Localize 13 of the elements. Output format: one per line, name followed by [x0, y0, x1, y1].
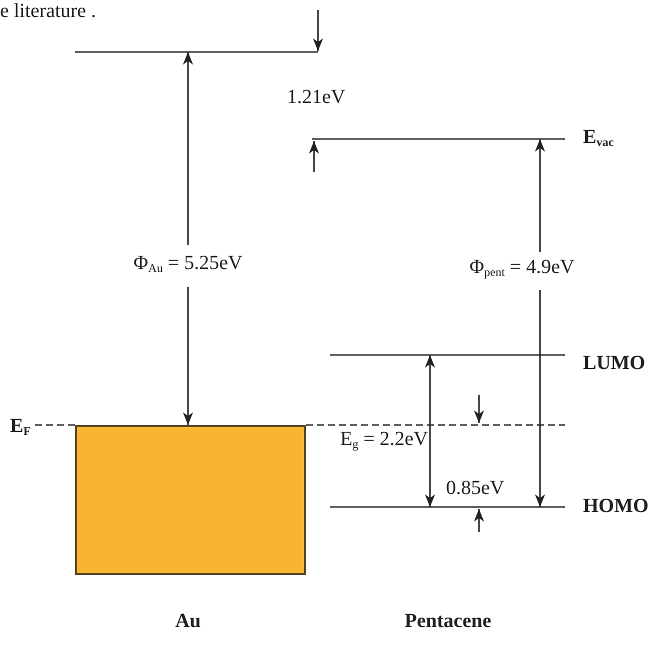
- material-label: Pentacene: [404, 610, 492, 633]
- text-fragment: e literature .: [0, 0, 96, 23]
- level-label: E$_{F}$: [10, 415, 31, 439]
- work-function-label: Φ$_{Au}$ = 5.25eV: [134, 252, 242, 276]
- band-gap-label: E$_{g}$ = 2.2eV: [340, 428, 428, 452]
- level-label: LUMO: [583, 352, 646, 375]
- level-label: E$_{vac}$: [583, 126, 614, 150]
- material-label: Au: [175, 610, 201, 633]
- energy-value: 1.21eV: [287, 86, 346, 109]
- work-function-label: Φ$_{pent}$ = 4.9eV: [470, 256, 574, 280]
- metal-block: [75, 425, 306, 575]
- level-label: HOMO: [583, 495, 649, 518]
- energy-value: 0.85eV: [446, 477, 504, 500]
